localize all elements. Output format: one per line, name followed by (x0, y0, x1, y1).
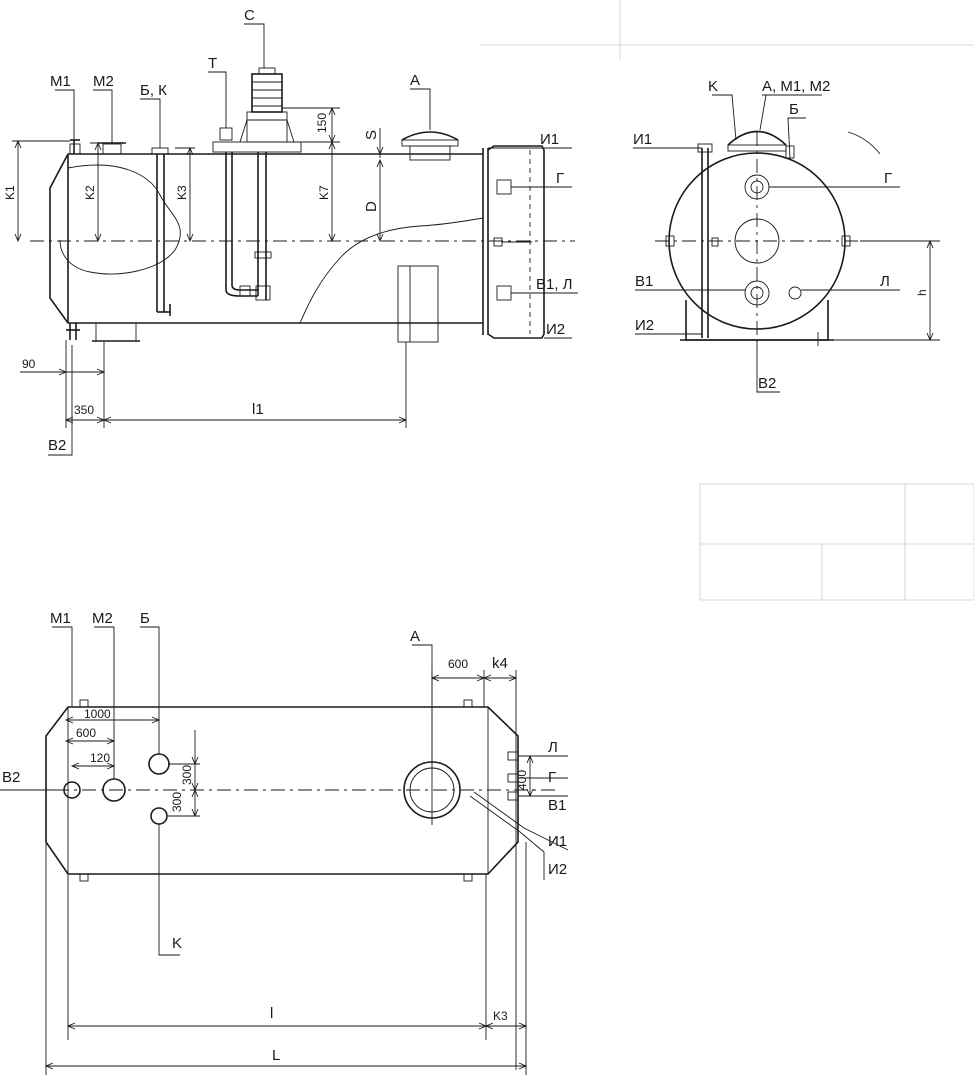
dim-s: S (363, 130, 380, 140)
dim-k3: K3 (175, 185, 189, 200)
label-i2-plan: И2 (548, 861, 567, 878)
label-g-side: Г (556, 170, 564, 187)
ghost-background-table (480, 0, 974, 601)
dim-l: l (270, 1005, 273, 1022)
label-b-end: Б (789, 101, 799, 118)
label-a-plan: A (410, 628, 420, 645)
label-v2-end: В2 (758, 375, 776, 392)
drain-v2-side (66, 323, 80, 340)
dim-k3-plan: K3 (493, 1009, 508, 1023)
dim-big-l: L (272, 1047, 280, 1064)
pump-motor-c (239, 67, 295, 143)
label-v2-plan: В2 (2, 769, 20, 786)
plan-nozzle-b (148, 753, 170, 775)
label-k-plan: K (172, 935, 182, 952)
label-v1-plan: В1 (548, 797, 566, 814)
label-g-end: Г (884, 170, 892, 187)
label-b-k-side: Б, К (140, 82, 167, 99)
end-nozzle-l (788, 286, 802, 300)
dim-400: 400 (515, 770, 529, 790)
label-t-side: T (208, 55, 217, 72)
dim-350: 350 (74, 403, 94, 417)
label-v1-l-side: В1, Л (536, 276, 573, 293)
plan-body (45, 706, 519, 875)
dim-90: 90 (22, 357, 36, 371)
manhole-a-side (401, 131, 459, 161)
nozzle-m2-side (98, 142, 126, 155)
dim-120: 120 (90, 751, 110, 765)
label-v1-end: В1 (635, 273, 653, 290)
dim-d: D (363, 201, 380, 212)
side-bottom-nozzle (95, 322, 137, 342)
label-v2-side: В2 (48, 437, 66, 454)
side-break-line (59, 164, 181, 275)
dim-k1: K1 (3, 185, 17, 200)
label-m1-plan: M1 (50, 610, 71, 627)
nozzle-m1-side (69, 139, 81, 155)
side-view: M1 M2 Б, К T C A И1 Г В1, Л И2 В2 K1 K2 (3, 7, 578, 456)
dim-600: 600 (76, 726, 96, 740)
label-l-plan: Л (548, 739, 558, 756)
dim-k2: K2 (83, 185, 97, 200)
dim-600-top: 600 (448, 657, 468, 671)
level-gauge-b-k (151, 147, 171, 316)
side-nozzle-g (496, 179, 512, 195)
plan-dimensions: 600 k4 1000 600 120 300 300 400 (44, 655, 534, 1075)
label-a-m1-m2-end: A, M1, M2 (762, 78, 830, 95)
plan-view: M1 M2 Б A В2 Л Г В1 И1 И2 K 600 k4 (0, 610, 569, 1075)
dim-k7: K7 (317, 185, 331, 200)
label-a-side: A (410, 72, 420, 89)
label-c-side: C (244, 7, 255, 24)
dim-1000: 1000 (84, 707, 111, 721)
label-g-plan: Г (548, 769, 556, 786)
label-i1-side: И1 (540, 131, 559, 148)
dim-k4: k4 (492, 655, 508, 672)
side-dimensions: K1 K2 K3 150 K7 S D (3, 106, 408, 428)
side-right-cover (487, 145, 545, 339)
side-left-head (49, 153, 69, 324)
label-i1-plan: И1 (548, 833, 567, 850)
label-l-end: Л (880, 273, 890, 290)
label-k-end: K (708, 78, 718, 95)
label-i2-side: И2 (546, 321, 565, 338)
dim-l1: l1 (252, 401, 264, 418)
dim-h: h (915, 289, 929, 296)
plan-nozzle-k (150, 807, 168, 825)
label-b-plan: Б (140, 610, 150, 627)
label-m2-side: M2 (93, 73, 114, 90)
label-i1-end: И1 (633, 131, 652, 148)
dim-150: 150 (315, 113, 329, 133)
dim-300-b: 300 (170, 792, 184, 812)
side-support (397, 265, 439, 343)
end-manhole-a (727, 130, 787, 146)
label-m1-side: M1 (50, 73, 71, 90)
end-nozzle-v1 (744, 280, 770, 306)
label-m2-plan: M2 (92, 610, 113, 627)
dim-300-a: 300 (180, 765, 194, 785)
label-i2-end: И2 (635, 317, 654, 334)
end-view: K A, M1, M2 Б И1 Г Л В1 И2 В2 h (633, 78, 940, 393)
side-nozzle-v1 (496, 285, 512, 301)
